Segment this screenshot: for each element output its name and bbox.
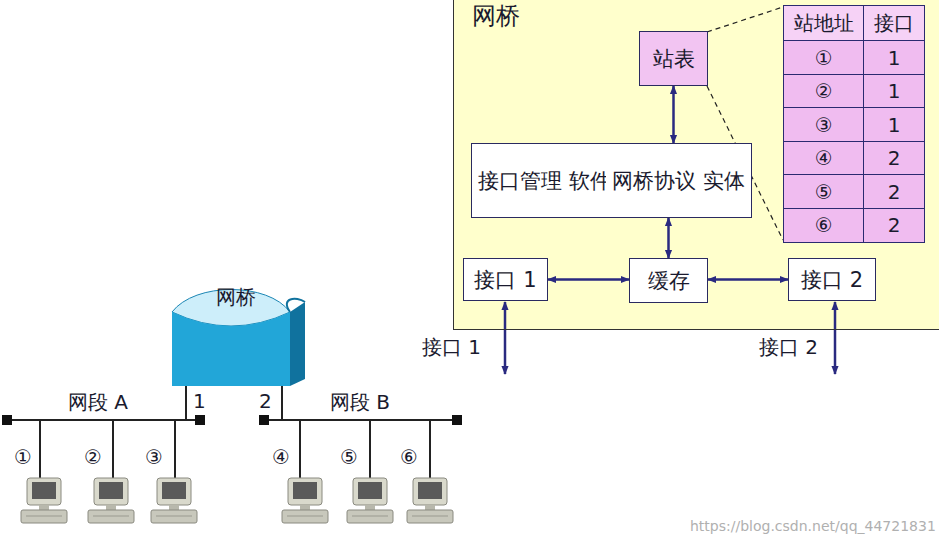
watermark: https://blog.csdn.net/qq_44721831 xyxy=(690,517,936,535)
port-arrow xyxy=(834,302,837,374)
segment-label: 网段 A xyxy=(68,390,128,414)
panel-heading: 网桥 xyxy=(472,1,520,31)
terminator xyxy=(2,415,462,425)
port-box: 接口 2 xyxy=(788,258,876,301)
table-cell: ② xyxy=(783,74,865,109)
protocol-box: 网桥协议 实体 xyxy=(606,143,752,218)
callout-number: ④ xyxy=(272,445,290,469)
panel-ground xyxy=(453,0,939,330)
table-cell: 2 xyxy=(863,174,925,209)
box-label: 接口管理 软件 xyxy=(478,167,611,195)
box-label: 网桥协议 实体 xyxy=(612,167,745,195)
buffer-box: 缓存 xyxy=(629,258,708,303)
connector-arrow xyxy=(548,278,629,281)
table-cell: 2 xyxy=(863,141,925,176)
leader-line xyxy=(707,7,783,32)
table-cell: 1 xyxy=(863,74,925,109)
port-number: 1 xyxy=(193,389,206,413)
callout-number: ⑤ xyxy=(340,445,358,469)
connector-arrow xyxy=(672,86,675,143)
computer xyxy=(21,478,453,523)
box-label: 接口 1 xyxy=(474,266,536,294)
box-label: 缓存 xyxy=(648,267,690,295)
connector-arrow xyxy=(708,278,788,281)
port-arrow xyxy=(504,302,507,374)
table-cell: ⑥ xyxy=(783,208,865,243)
box-label: 站表 xyxy=(653,45,695,73)
table-cell: ⑤ xyxy=(783,174,865,209)
port-label: 接口 1 xyxy=(420,335,483,359)
table-cell: 1 xyxy=(863,107,925,142)
table-header-cell: 站地址 xyxy=(783,5,865,42)
callout-number: ② xyxy=(84,445,102,469)
callout-number: ① xyxy=(14,445,32,469)
port-box: 接口 1 xyxy=(463,258,548,301)
table-cell: 1 xyxy=(863,40,925,75)
box-label: 接口 2 xyxy=(801,266,863,294)
port-label: 接口 2 xyxy=(757,335,820,359)
callout-number: ③ xyxy=(145,445,163,469)
table-cell: ① xyxy=(783,40,865,75)
station-table-box: 站表 xyxy=(639,31,708,86)
port-number: 2 xyxy=(259,389,272,413)
table-header-cell: 接口 xyxy=(863,5,925,42)
lan-segment xyxy=(7,386,456,478)
segment-label: 网段 B xyxy=(330,390,390,414)
callout-number: ⑥ xyxy=(400,445,418,469)
bridge-label: 网桥 xyxy=(214,285,258,309)
table-cell: ③ xyxy=(783,107,865,142)
table-cell: 2 xyxy=(863,208,925,243)
connector-arrow xyxy=(667,218,670,258)
table-cell: ④ xyxy=(783,141,865,176)
